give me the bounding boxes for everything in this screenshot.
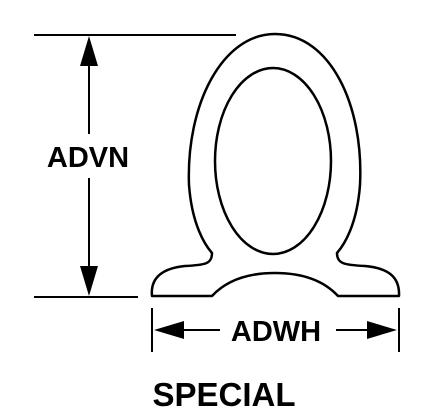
width-arrow-left-icon — [154, 321, 184, 339]
height-dimension-label: ADVN — [47, 142, 129, 174]
height-arrow-down-icon — [80, 266, 98, 296]
width-dimension-line — [154, 321, 397, 339]
seal-outer-contour — [150, 32, 401, 298]
height-arrow-up-icon — [80, 36, 98, 66]
width-arrow-right-icon — [367, 321, 397, 339]
width-dimension-label: ADWH — [231, 316, 321, 348]
height-dimension-line — [80, 36, 98, 296]
seal-inner-hollow — [213, 66, 333, 256]
diagram-caption: SPECIAL — [152, 376, 295, 413]
